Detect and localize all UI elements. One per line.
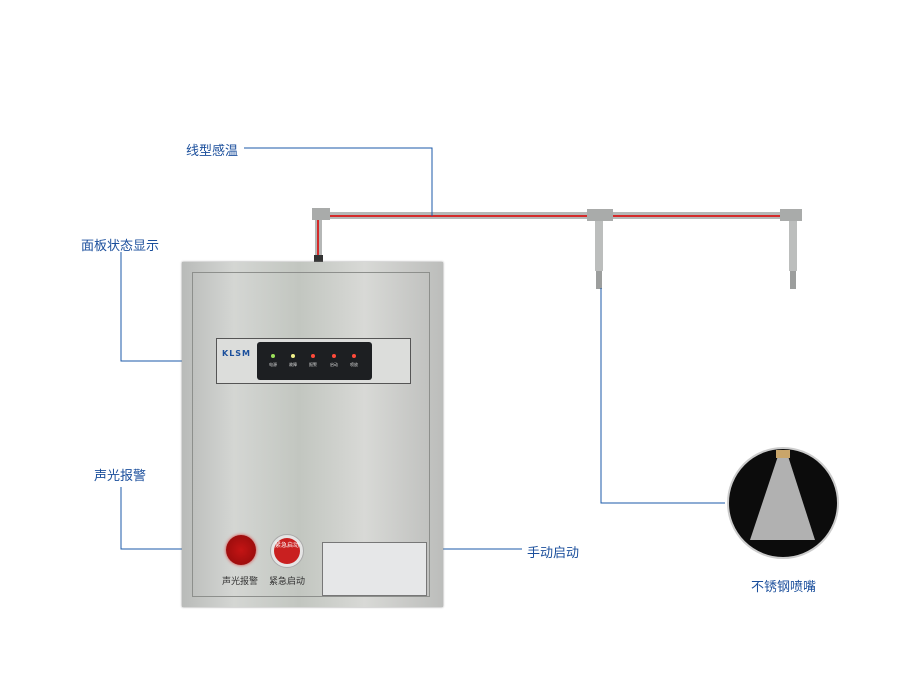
led-discharge (352, 354, 356, 358)
led-label: 电源 (269, 362, 277, 367)
label-panel-status: 面板状态显示 (81, 239, 160, 254)
emergency-button-face: 紧急启动 (274, 538, 300, 564)
led-label: 喷放 (350, 362, 358, 367)
led-start (332, 354, 336, 358)
alarm-strobe-label: 声光报警 (222, 577, 259, 587)
brand-logo: KLSM (222, 349, 252, 358)
led-label: 报警 (309, 362, 317, 367)
spray-photo (727, 447, 839, 559)
led-label: 故障 (289, 362, 297, 367)
label-stainless-nozzle: 不锈钢喷嘴 (751, 580, 817, 595)
led-display: 电源 故障 报警 启动 喷放 (257, 342, 372, 380)
led-power (271, 354, 275, 358)
control-cabinet: KLSM 电源 故障 报警 启动 喷放 紧急启动 声光报警 紧急启动 (182, 262, 443, 607)
label-audible-visual-alarm: 声光报警 (94, 469, 147, 484)
label-linear-heat-detector: 线型感温 (186, 144, 239, 159)
label-manual-start: 手动启动 (527, 546, 580, 561)
pipe (312, 208, 802, 263)
emergency-start-label: 紧急启动 (269, 577, 306, 587)
instruction-plate (322, 542, 427, 596)
nozzle-2 (780, 209, 802, 289)
emergency-start-button[interactable]: 紧急启动 (270, 534, 304, 568)
nozzle-1 (587, 209, 613, 289)
led-fault (291, 354, 295, 358)
status-panel: KLSM 电源 故障 报警 启动 喷放 (216, 338, 411, 384)
alarm-strobe (226, 535, 256, 565)
led-label: 启动 (330, 362, 338, 367)
led-alarm (311, 354, 315, 358)
cabinet-door (192, 272, 430, 597)
